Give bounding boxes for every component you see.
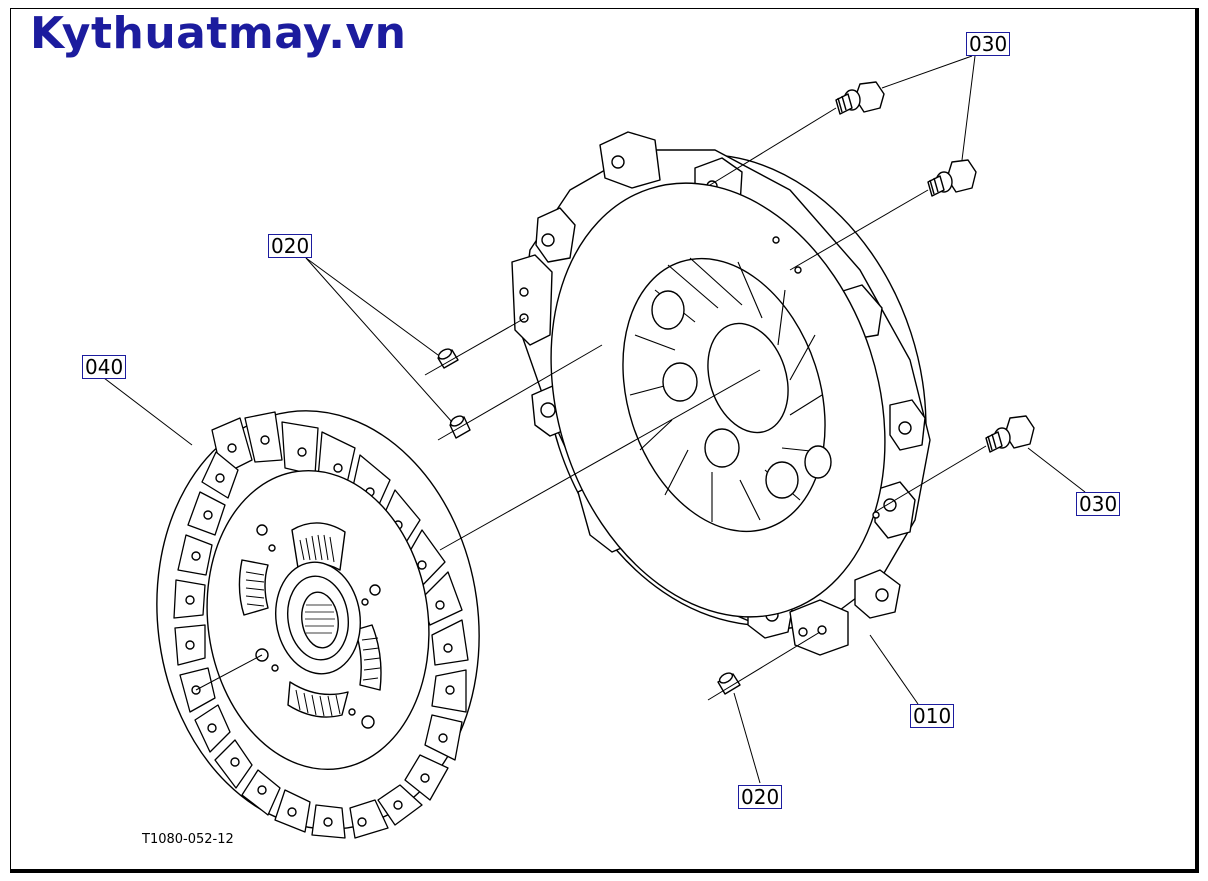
callout-030-right: 030 xyxy=(1076,492,1121,516)
bolt-b xyxy=(927,159,977,197)
cover-flange xyxy=(599,131,661,189)
callout-040: 040 xyxy=(82,355,127,379)
cover-flange xyxy=(511,254,553,346)
site-watermark: Kythuatmay.vn xyxy=(30,8,407,59)
dowel-pin-b xyxy=(449,415,471,439)
callout-010: 010 xyxy=(910,704,955,728)
frame-shadow-bottom xyxy=(10,870,1199,873)
drawing-number: T1080-052-12 xyxy=(142,832,234,847)
clutch-disc xyxy=(156,410,480,839)
bolt-a xyxy=(835,81,885,115)
callout-030-upper: 030 xyxy=(966,32,1011,56)
clutch-cover xyxy=(511,131,931,656)
dowel-pin-c xyxy=(717,672,741,695)
callout-020-upper: 020 xyxy=(268,234,313,258)
cover-flange xyxy=(874,481,916,539)
bolt-c xyxy=(985,415,1035,453)
dowel-pin-a xyxy=(437,348,459,369)
leader-lines xyxy=(103,55,1086,784)
cover-flange xyxy=(535,207,576,263)
callout-020-lower: 020 xyxy=(738,785,783,809)
frame-shadow-right xyxy=(1196,8,1199,873)
drawing-frame xyxy=(10,8,1196,870)
